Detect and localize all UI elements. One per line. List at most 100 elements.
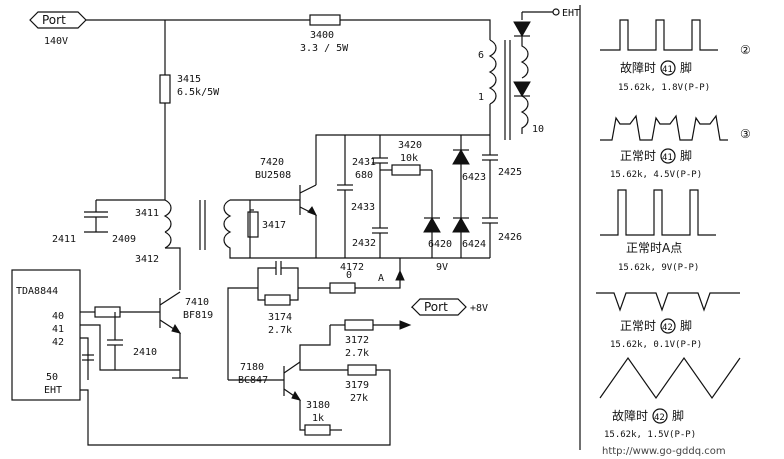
resistor-3172-value: 2.7k (345, 348, 369, 359)
resistor-3415-ref: 3415 (177, 74, 201, 85)
diode-6423-label: 6423 (462, 172, 486, 183)
ic-pin-eht: EHT (44, 385, 62, 396)
waveform-5-caption-b: 脚 (672, 408, 684, 423)
transistor-7420-ref: 7420 (260, 157, 284, 168)
ic-pin-42: 42 (52, 337, 64, 348)
ic-pin-50: 50 (46, 372, 58, 383)
capacitor-2410-label: 2410 (133, 347, 157, 358)
transistor-7410: 7410 BF819 (159, 291, 213, 334)
transistor-7420: 7420 BU2508 (255, 157, 318, 216)
resistor-3180-ref: 3180 (306, 400, 330, 411)
capacitor-2426: 2426 (482, 217, 522, 243)
waveform-5-spec: 15.62k, 1.5V(P-P) (604, 430, 696, 440)
diode-6423: 6423 (452, 148, 486, 183)
resistor-3400-ref: 3400 (310, 30, 334, 41)
waveform-2-caption-a: 正常时 (620, 149, 656, 163)
resistor-3400: 3400 3.3 / 5W (300, 14, 349, 54)
waveform-4-spec: 15.62k, 0.1V(P-P) (610, 340, 702, 350)
capacitor-2411: 2411 2409 (52, 200, 136, 245)
resistor-3172: 3172 2.7k (344, 319, 412, 359)
waveform-2: ③ 正常时 41 脚 15.62k, 4.5V(P-P) (600, 114, 751, 180)
resistor-3179: 3179 27k (345, 364, 377, 404)
resistor-3179-ref: 3179 (345, 380, 369, 391)
waveform-2-marker: ③ (740, 127, 751, 141)
waveform-3-caption-a: 正常时A点 (626, 241, 682, 255)
waveform-1-marker: ② (740, 43, 751, 57)
ic-tda8844: TDA8844 40 41 42 50 EHT (11, 269, 81, 401)
resistor-3415-value: 6.5k/5W (177, 87, 220, 98)
waveform-2-spec: 15.62k, 4.5V(P-P) (610, 170, 702, 180)
capacitor-2432-label: 2432 (352, 238, 376, 249)
flyback-transformer: 6 1 10 (478, 12, 544, 140)
capacitor-2409-label: 2409 (112, 234, 136, 245)
ic-pin-41: 41 (52, 324, 64, 335)
voltage-9v-label: 9V (436, 262, 448, 273)
port-140v-label: Port (42, 13, 66, 27)
port-140v-voltage: 140V (44, 36, 68, 47)
capacitor-2432: 2432 (352, 227, 388, 249)
inductor-3411-label: 3411 (135, 208, 159, 219)
port-8v-voltage: +8V (470, 303, 488, 314)
resistor-3179-value: 27k (350, 393, 368, 404)
ic-tda8844-label: TDA8844 (16, 286, 58, 297)
waveform-1-caption-b: 脚 (680, 60, 692, 75)
resistor-3420-value: 10k (400, 153, 418, 164)
waveform-2-caption-b: 脚 (680, 148, 692, 163)
resistor-0-ohm: 0 (329, 270, 356, 294)
resistor-3417: 3417 (247, 209, 286, 238)
diode-6424-label: 6424 (462, 239, 486, 250)
capacitor-2425: 2425 (482, 154, 522, 178)
waveform-4: 正常时 42 脚 15.62k, 0.1V(P-P) (596, 292, 740, 350)
resistor-0-label: 0 (346, 270, 352, 281)
watermark: http://www.go-gddq.com (602, 446, 726, 457)
diode-6420-label: 6420 (428, 239, 452, 250)
xfmr-tap-6: 6 (478, 50, 484, 61)
resistor-3174-value: 2.7k (268, 325, 292, 336)
transistor-7410-ref: 7410 (185, 297, 209, 308)
waveform-3: 正常时A点 15.62k, 9V(P-P) (600, 189, 716, 273)
waveform-4-caption-a: 正常时 (620, 319, 656, 333)
waveform-5-caption-a: 故障时 (612, 408, 648, 423)
xfmr-tap-10: 10 (532, 124, 544, 135)
transistor-7420-value: BU2508 (255, 170, 291, 181)
waveform-3-spec: 15.62k, 9V(P-P) (618, 263, 699, 273)
resistor-3415: 3415 6.5k/5W (159, 74, 220, 104)
ic-pin-40: 40 (52, 311, 64, 322)
resistor-3420: 3420 10k (380, 140, 432, 176)
resistor-3417-label: 3417 (262, 220, 286, 231)
port-140v: Port 140V (29, 11, 87, 47)
eht-output: EHT (522, 8, 580, 19)
capacitor-2431-ref: 2431 (352, 157, 376, 168)
resistor-3174-ref: 3174 (268, 312, 292, 323)
waveform-1-pin: 41 (662, 65, 673, 75)
node-4172-label: 4172 (340, 262, 364, 273)
node-a-label: A (378, 273, 384, 284)
resistor-3172-ref: 3172 (345, 335, 369, 346)
resistor-3180: 3180 1k (304, 400, 342, 436)
resistor-3420-ref: 3420 (398, 140, 422, 151)
waveform-4-pin: 42 (662, 323, 673, 333)
capacitor-2431: 2431 680 (352, 157, 388, 181)
waveform-1-caption-a: 故障时 (620, 60, 656, 75)
waveform-2-pin: 41 (662, 153, 673, 163)
resistor-3174-group: 3174 2.7k (257, 261, 299, 336)
capacitor-2425-label: 2425 (498, 167, 522, 178)
eht-label: EHT (562, 8, 580, 19)
waveform-4-caption-b: 脚 (680, 318, 692, 333)
waveform-1: ② 故障时 41 脚 15.62k, 1.8V(P-P) (600, 19, 751, 93)
waveform-1-spec: 15.62k, 1.8V(P-P) (618, 83, 710, 93)
waveform-5: 故障时 42 脚 15.62k, 1.5V(P-P) (599, 356, 741, 440)
diode-6424: 6424 (452, 216, 486, 250)
waveform-5-pin: 42 (654, 413, 665, 423)
capacitor-2431-value: 680 (355, 170, 373, 181)
capacitor-2410: 2410 (107, 312, 157, 370)
xfmr-tap-1: 1 (478, 92, 484, 103)
resistor-3400-value: 3.3 / 5W (300, 43, 349, 54)
port-8v: Port +8V (411, 298, 488, 316)
transistor-7180-ref: 7180 (240, 362, 264, 373)
capacitor-2411-label: 2411 (52, 234, 76, 245)
capacitor-2433-label: 2433 (351, 202, 375, 213)
inductor-3412-label: 3412 (135, 254, 159, 265)
transistor-7180: 7180 BC847 (238, 361, 302, 401)
